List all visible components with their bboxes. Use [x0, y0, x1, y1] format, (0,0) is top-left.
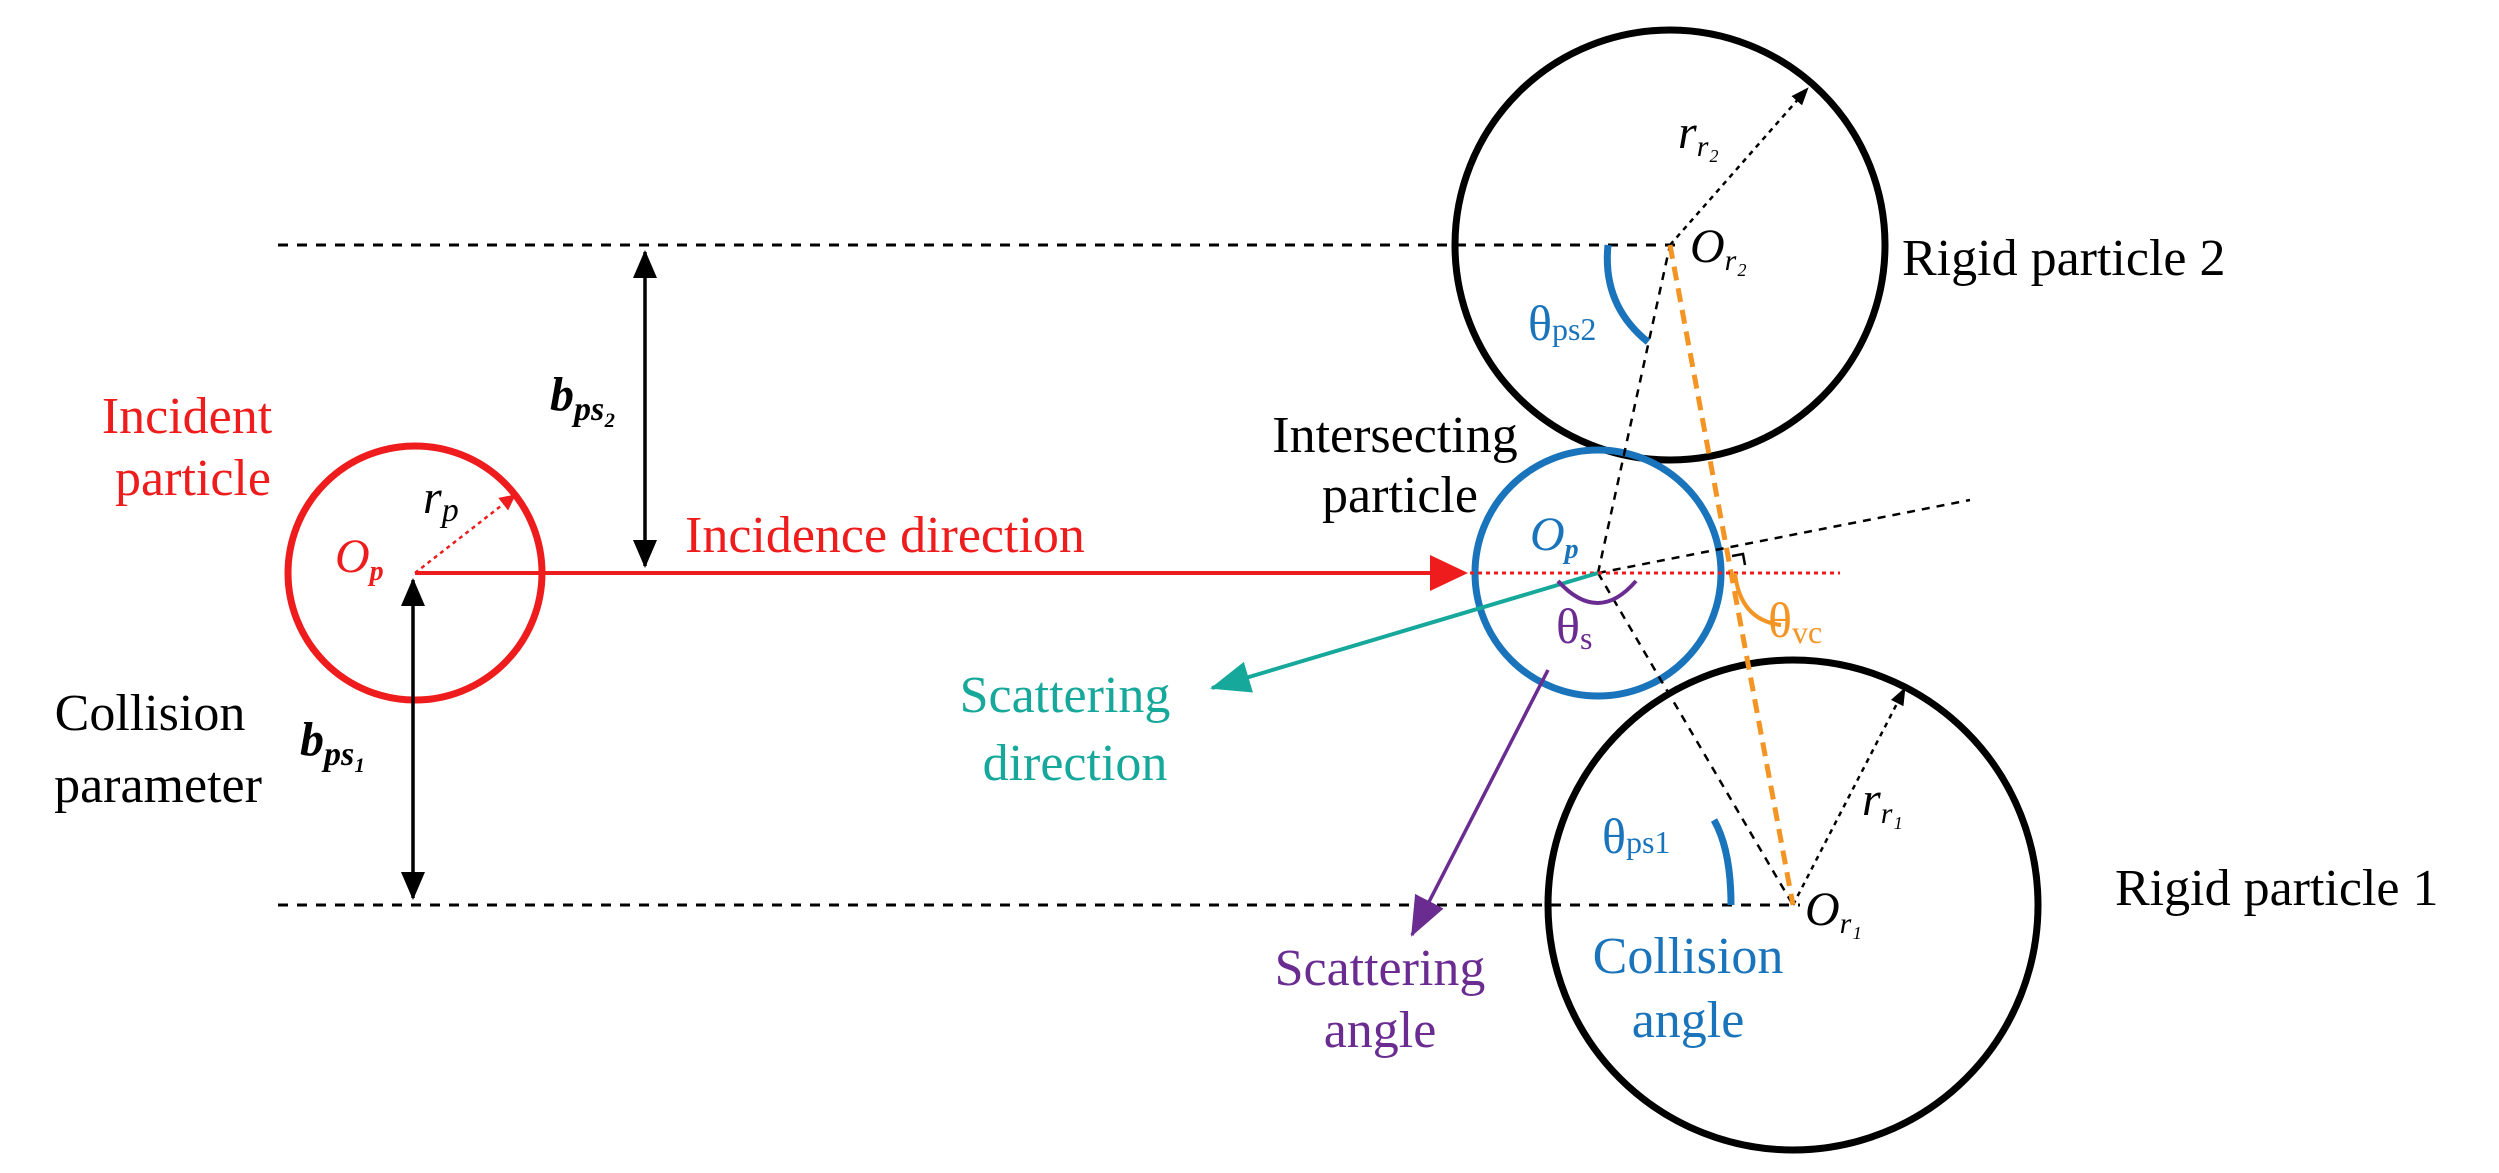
o-r2-symbol: Or₂ [1690, 220, 1747, 277]
theta-ps1-symbol: θps1 [1602, 808, 1670, 864]
scattering-direction-label-1: Scattering [960, 667, 1171, 724]
svg-text:Op: Op [1530, 508, 1579, 565]
o-p-incident-symbol: Op [335, 530, 384, 587]
svg-text:θs: θs [1556, 598, 1592, 656]
svg-text:bps₁: bps₁ [300, 713, 366, 773]
scattering-direction-label-2: direction [983, 735, 1168, 792]
op-to-or2-line [1596, 244, 1672, 574]
right-angle-marker [1731, 552, 1747, 566]
intersecting-particle-label-1: Intersecting [1272, 407, 1517, 464]
collision-angle-label-2: angle [1632, 992, 1745, 1049]
scattering-angle-pointer [1410, 669, 1550, 937]
rigid-particle-1-label: Rigid particle 1 [2115, 860, 2438, 917]
theta-vc-symbol: θvc [1768, 592, 1822, 650]
svg-text:θps1: θps1 [1602, 808, 1670, 864]
rigid-particle-2-circle [1451, 26, 1889, 464]
r-p-symbol: rp [423, 471, 459, 529]
intersecting-particle-label-2: particle [1322, 467, 1478, 524]
b-ps1-symbol: bps₁ [300, 713, 366, 773]
theta-ps1-arc [1710, 818, 1735, 906]
theta-s-symbol: θs [1556, 598, 1592, 656]
o-p-intersecting-symbol: Op [1530, 508, 1579, 565]
rigid-particle-2-radius [1669, 87, 1809, 246]
theta-vc-arc [1733, 572, 1782, 627]
b-ps2-symbol: bps₂ [550, 368, 616, 428]
collision-angle-label-1: Collision [1593, 928, 1784, 985]
theta-ps2-arc [1603, 244, 1651, 345]
svg-text:rr₁: rr₁ [1862, 773, 1903, 830]
op-to-or1-line [1596, 572, 1795, 906]
rigid-particle-1-radius [1791, 687, 1907, 906]
scattering-angle-label-2: angle [1324, 1002, 1437, 1059]
o-r1-symbol: Or₁ [1805, 883, 1862, 940]
incident-particle-label-1: Incident [102, 388, 273, 445]
r-r1-symbol: rr₁ [1862, 773, 1903, 830]
svg-text:Or₁: Or₁ [1805, 883, 1862, 940]
svg-text:θvc: θvc [1768, 592, 1822, 650]
svg-text:Or₂: Or₂ [1690, 220, 1747, 277]
incidence-direction-label: Incidence direction [685, 507, 1085, 564]
collision-parameter-label-2: parameter [54, 757, 262, 814]
scattering-angle-label-1: Scattering [1275, 940, 1486, 997]
incidence-direction-arrowhead [1430, 555, 1468, 591]
rigid-particle-2-label: Rigid particle 2 [1902, 230, 2225, 287]
collision-parameter-label-1: Collision [55, 685, 246, 742]
svg-text:rp: rp [423, 471, 459, 529]
svg-text:bps₂: bps₂ [550, 368, 616, 428]
r-r2-symbol: rr₂ [1678, 106, 1719, 163]
or1-or2-centre-line [1667, 244, 1796, 906]
theta-s-arc [1556, 579, 1638, 605]
scatter-extension-line [1597, 498, 1971, 575]
rigid-particle-1-circle [1544, 656, 2042, 1154]
svg-text:rr₂: rr₂ [1678, 106, 1719, 163]
svg-text:θps2: θps2 [1528, 295, 1596, 351]
incident-particle-radius [414, 494, 516, 574]
theta-ps2-symbol: θps2 [1528, 295, 1596, 351]
svg-text:Op: Op [335, 530, 384, 587]
incident-particle-label-2: particle [115, 450, 271, 507]
scattering-direction-arrow [1210, 571, 1599, 693]
